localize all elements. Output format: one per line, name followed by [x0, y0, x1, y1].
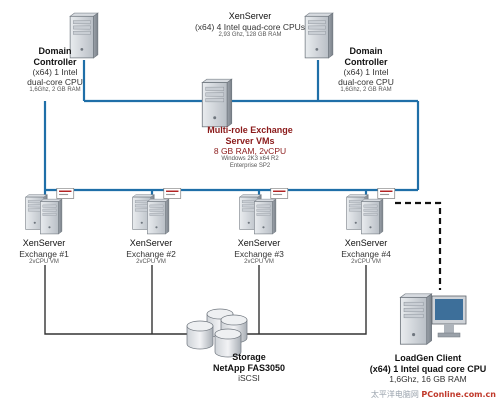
exchange-4-label: XenServer Exchange #4 2vCPU VM: [326, 238, 406, 266]
storage-title: Storage: [232, 352, 266, 362]
loadgen-cpu: (x64) 1 Intel quad core CPU: [369, 363, 487, 374]
multirole-title-1: Multi-role Exchange: [207, 125, 293, 135]
exchange-2-vm: 2vCPU VM: [136, 258, 166, 265]
loadgen-title: LoadGen Client: [394, 353, 462, 363]
exchange-3-title: XenServer: [237, 238, 281, 248]
storage-disk-4-icon: [214, 328, 242, 358]
exchange-4-title: XenServer: [344, 238, 388, 248]
exchange-4-name: Exchange #4: [341, 248, 391, 259]
exchange-4-vm: 2vCPU VM: [351, 258, 381, 265]
network-links: [43, 60, 442, 335]
dc-left-specs: 1,6Ghz, 2 GB RAM: [29, 87, 81, 94]
storage-label: Storage NetApp FAS3050 iSCSI: [204, 352, 294, 383]
loadgen-label: LoadGen Client (x64) 1 Intel quad core C…: [355, 353, 501, 384]
dc-right-specs: 1,6Ghz, 2 GB RAM: [340, 87, 392, 94]
watermark-cn: 太平洋电脑网: [370, 390, 419, 399]
dc-right-cpu-type: dual-core CPU: [338, 77, 394, 88]
multirole-os: Windows 2K3 x64 R2: [221, 156, 279, 163]
domain-controller-left-label: Domain Controller (x64) 1 Intel dual-cor…: [10, 46, 100, 94]
exchange-2-name: Exchange #2: [126, 248, 176, 259]
multirole-exchange-label: Multi-role Exchange Server VMs 8 GB RAM,…: [150, 125, 350, 170]
exchange-3-vm: 2vCPU VM: [244, 258, 274, 265]
loadgen-dashed-link: [395, 201, 442, 290]
xenserver-host-cpu: (x64) 4 Intel quad-core CPUs: [194, 21, 306, 32]
watermark-site: PConline.com.cn: [421, 390, 496, 399]
dc-left-title-1: Domain: [38, 46, 72, 56]
xenserver-multirole-icon: [201, 78, 233, 128]
watermark: 太平洋电脑网 PConline.com.cn: [371, 389, 496, 400]
exchange-1-label: XenServer Exchange #1 2vCPU VM: [4, 238, 84, 266]
exchange-2-label: XenServer Exchange #2 2vCPU VM: [111, 238, 191, 266]
dc-right-cpu: (x64) 1 Intel: [343, 67, 389, 78]
exchange-2-title: XenServer: [129, 238, 173, 248]
diagram-nodes: [26, 12, 467, 358]
xenserver-host-title: XenServer: [228, 11, 272, 21]
exchange-1-server-icon: [26, 188, 74, 234]
dc-left-cpu: (x64) 1 Intel: [32, 67, 78, 78]
domain-controller-right-label: Domain Controller (x64) 1 Intel dual-cor…: [321, 46, 411, 94]
multirole-edition: Enterprise SP2: [229, 163, 271, 170]
dc-right-title-1: Domain: [349, 46, 383, 56]
dc-right-title-2: Controller: [344, 56, 388, 67]
dc-left-title-2: Controller: [33, 56, 77, 67]
exchange-1-name: Exchange #1: [19, 248, 69, 259]
xenserver-host-specs: 2,93 Ghz, 128 GB RAM: [218, 31, 282, 38]
loadgen-monitor-icon: [431, 295, 467, 338]
exchange-2-server-icon: [133, 188, 181, 234]
exchange-3-name: Exchange #3: [234, 248, 284, 259]
dc-left-cpu-type: dual-core CPU: [27, 77, 83, 88]
xenserver-host-label: XenServer (x64) 4 Intel quad-core CPUs 2…: [150, 11, 350, 39]
loadgen-specs: 1,6Ghz, 16 GB RAM: [389, 374, 467, 385]
loadgen-tower-icon: [399, 293, 433, 345]
exchange-3-server-icon: [240, 188, 288, 234]
exchange-3-label: XenServer Exchange #3 2vCPU VM: [219, 238, 299, 266]
multirole-title-2: Server VMs: [225, 135, 275, 146]
exchange-4-server-icon: [347, 188, 395, 234]
storage-disk-3-icon: [186, 320, 214, 350]
storage-protocol: iSCSI: [238, 373, 260, 384]
storage-model: NetApp FAS3050: [212, 362, 286, 373]
exchange-1-vm: 2vCPU VM: [29, 258, 59, 265]
multirole-ram: 8 GB RAM, 2vCPU: [213, 146, 287, 157]
exchange-1-title: XenServer: [22, 238, 66, 248]
